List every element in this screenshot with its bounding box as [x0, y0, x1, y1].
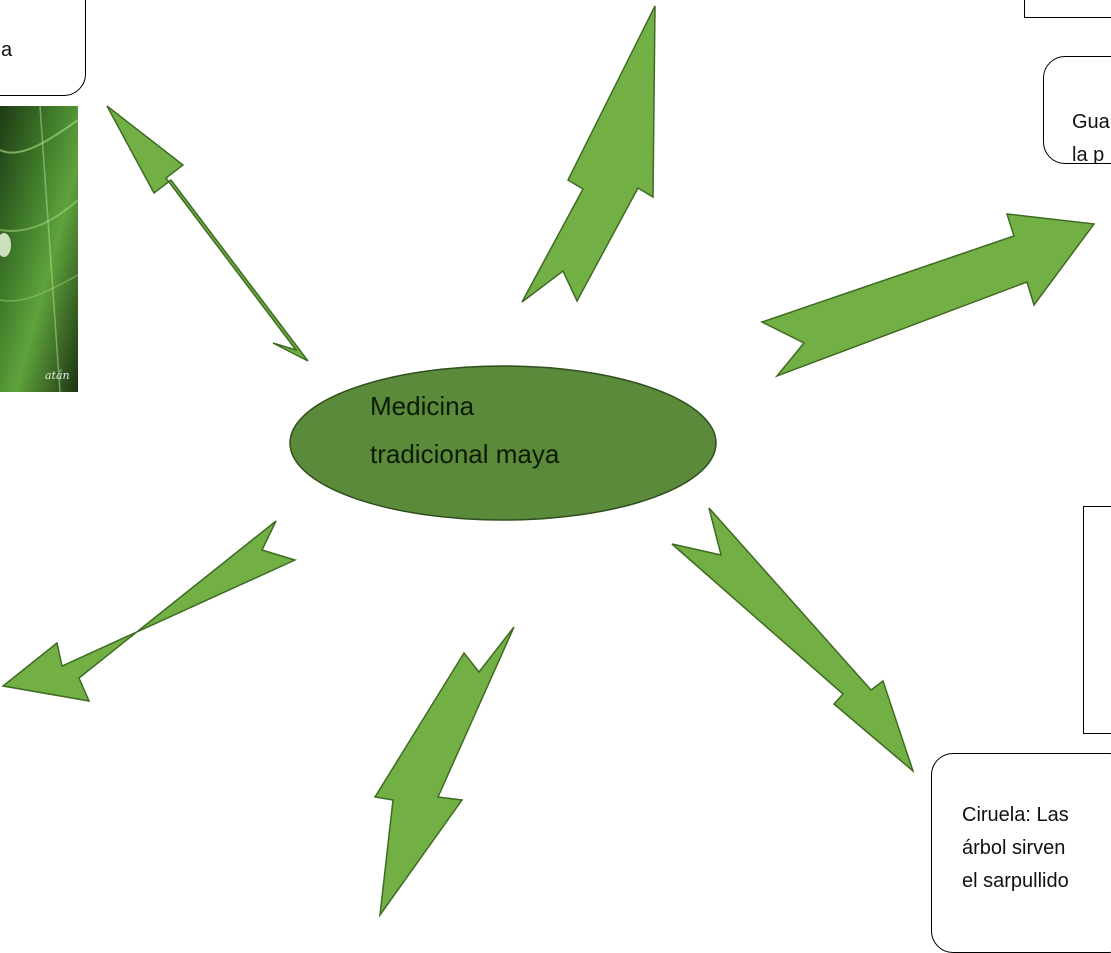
callout-bottom-right: Ciruela: Las árbol sirven el sarpullido [931, 753, 1111, 953]
callout-top-left-text: a [1, 39, 13, 61]
arrow-lower-right [671, 507, 915, 774]
center-topic-label: Medicina tradicional maya [370, 391, 560, 469]
arrow-up-right [521, 5, 656, 303]
leaf-photo [0, 105, 79, 393]
leaf-photo-caption: atán [45, 369, 70, 382]
center-topic-ellipse [289, 365, 717, 521]
callout-top-right-text: Gua la p [1072, 111, 1110, 164]
photo-frame-right [1083, 506, 1111, 734]
arrow-right [760, 213, 1096, 378]
photo-frame-top-right [1024, 0, 1111, 18]
arrow-upper-left [106, 105, 309, 362]
callout-top-left: a [0, 0, 86, 96]
callout-top-right: Gua la p [1043, 56, 1111, 164]
arrow-down [373, 626, 515, 918]
arrow-lower-left [1, 520, 298, 702]
callout-bottom-right-text: Ciruela: Las árbol sirven el sarpullido [962, 804, 1069, 892]
